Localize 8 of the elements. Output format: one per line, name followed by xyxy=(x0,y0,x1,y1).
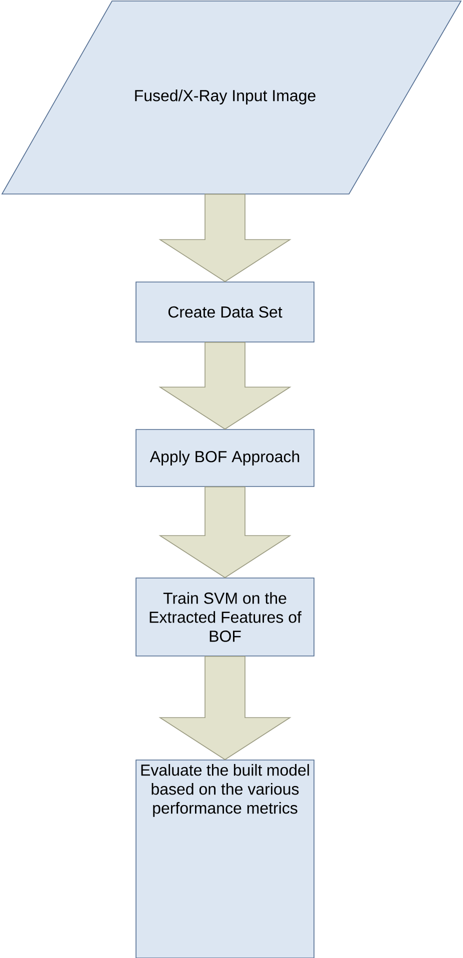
block-arrow xyxy=(158,486,292,578)
process-box: Train SVM on the Extracted Features of BOF xyxy=(136,578,314,656)
process-box: Apply BOF Approach xyxy=(136,429,314,487)
process-box: Create Data Set xyxy=(136,282,314,342)
block-arrow xyxy=(158,342,292,430)
process-box: Evaluate the built model based on the various performance metrics xyxy=(136,760,314,958)
block-arrow xyxy=(158,656,292,760)
block-arrow xyxy=(158,194,292,282)
